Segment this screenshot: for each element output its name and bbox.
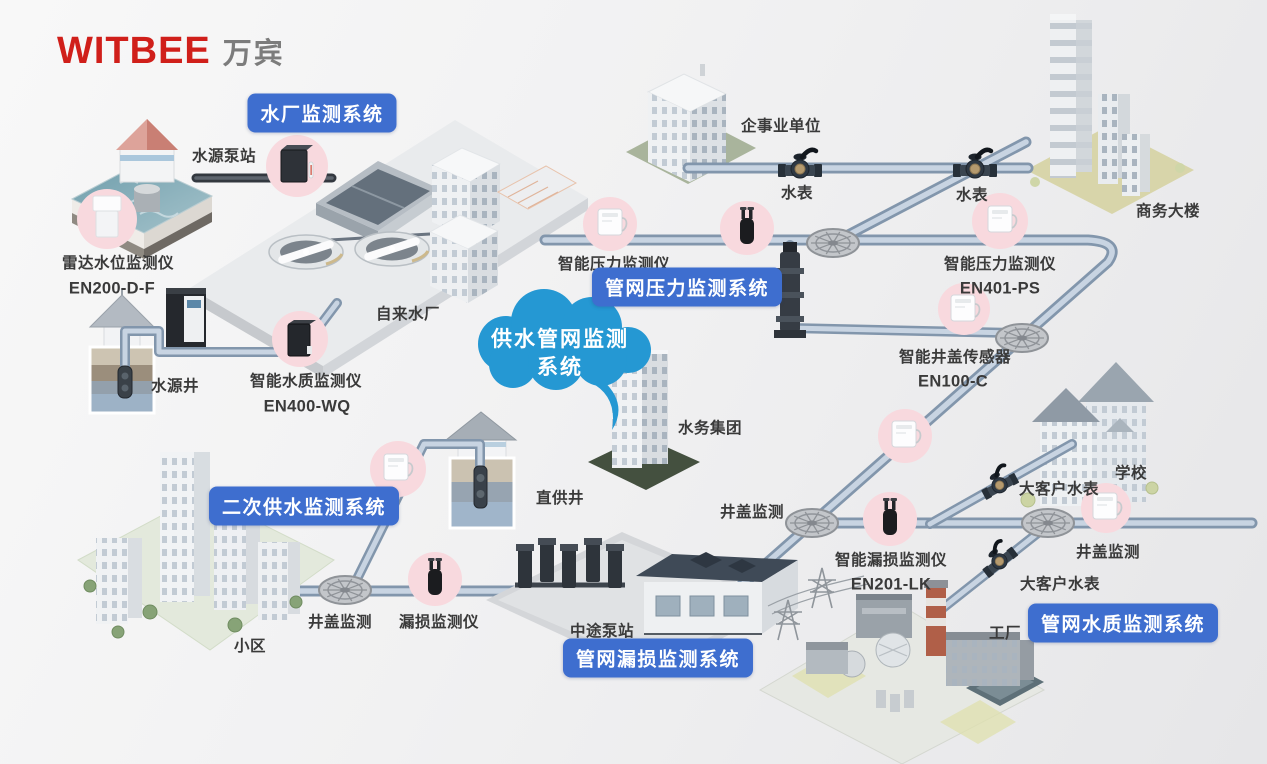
pill-quality-monitoring: 管网水质监测系统 (1027, 603, 1219, 643)
device-cover-monitor-right (1081, 483, 1131, 533)
pill-pressure-monitoring: 管网压力监测系统 (591, 267, 783, 307)
label-school: 学校 (1114, 465, 1148, 482)
label-meter-2: 水表 (955, 187, 989, 204)
label-leak-monitor-model: EN201-LK (850, 575, 932, 594)
label-cover-monitor-right: 井盖监测 (1075, 544, 1141, 561)
brand-name-cn: 万宾 (222, 38, 285, 70)
label-quality-monitor: 智能水质监测仪 (249, 373, 363, 390)
business-towers (1026, 14, 1194, 214)
label-radar-level-monitor: 雷达水位监测仪 (61, 255, 175, 272)
label-quality-model: EN400-WQ (263, 397, 351, 416)
label-radar-level-model: EN200-D-F (68, 279, 156, 298)
water-plant (190, 120, 588, 378)
pill-leak-monitoring: 管网漏损监测系统 (562, 638, 754, 678)
label-meter-1: 水表 (780, 185, 814, 202)
enterprise-building (626, 64, 756, 184)
device-pressure-monitor-right (972, 193, 1028, 249)
pill-plant-monitoring: 水厂监测系统 (247, 93, 397, 133)
source-well (88, 288, 206, 415)
label-cover-sensor-model: EN100-C (918, 372, 988, 391)
label-direct-well: 直供井 (535, 490, 585, 507)
label-big-meter-lower: 大客户水表 (1019, 576, 1101, 593)
cloud-title-line1: 供水管网监测 (491, 328, 629, 351)
device-secondary-supply-monitor (370, 441, 426, 497)
device-water-quality-monitor (272, 311, 328, 367)
label-pressure-model: EN401-PS (959, 279, 1041, 298)
manhole-icon (806, 228, 860, 258)
device-manhole-cover-sensor (938, 283, 990, 335)
manhole-icon (785, 508, 839, 538)
label-big-meter-upper: 大客户水表 (1018, 481, 1100, 498)
brand-name: WITBEE (57, 30, 211, 72)
device-network-monitor-mid (878, 409, 932, 463)
label-residential: 小区 (233, 638, 267, 655)
pill-secondary-monitoring: 二次供水监测系统 (208, 486, 400, 526)
cloud-title-line2: 系统 (537, 356, 583, 379)
device-pressure-probe (720, 201, 774, 255)
cloud-shape (478, 289, 651, 430)
submersible-pump-icon (473, 465, 488, 509)
brand-logo: WITBEE 万宾 (57, 30, 285, 73)
label-business-building: 商务大楼 (1135, 203, 1201, 220)
label-pressure-monitor-right: 智能压力监测仪 (943, 256, 1057, 273)
label-enterprise: 企事业单位 (740, 118, 822, 135)
label-cover-sensor: 智能井盖传感器 (898, 349, 1012, 366)
manhole-icon (318, 575, 372, 605)
label-cover-monitor-sw: 井盖监测 (307, 614, 373, 631)
label-source-well: 水源井 (150, 378, 200, 395)
submersible-pump-icon (117, 365, 133, 399)
label-water-plant: 自来水厂 (375, 306, 441, 323)
label-source-pump-station: 水源泵站 (191, 148, 257, 165)
label-cover-monitor-mid: 井盖监测 (719, 504, 785, 521)
label-midway-pump-station: 中途泵站 (569, 623, 635, 640)
label-leak-monitor-right: 智能漏损监测仪 (834, 552, 948, 569)
device-pressure-monitor-left (583, 197, 637, 251)
device-leak-probe-right (863, 492, 917, 546)
label-factory: 工厂 (988, 625, 1022, 642)
manhole-icon (1021, 508, 1075, 538)
device-radar-level-monitor (77, 189, 137, 249)
device-pump-station-monitor (266, 135, 328, 197)
school-buildings (1020, 362, 1159, 519)
label-water-group: 水务集团 (677, 420, 743, 437)
device-leak-probe-left (408, 552, 462, 606)
factory (758, 567, 1046, 764)
inline-pump-icon (774, 242, 806, 338)
label-leak-monitor-sw: 漏损监测仪 (398, 614, 480, 631)
residential-area (77, 452, 335, 651)
